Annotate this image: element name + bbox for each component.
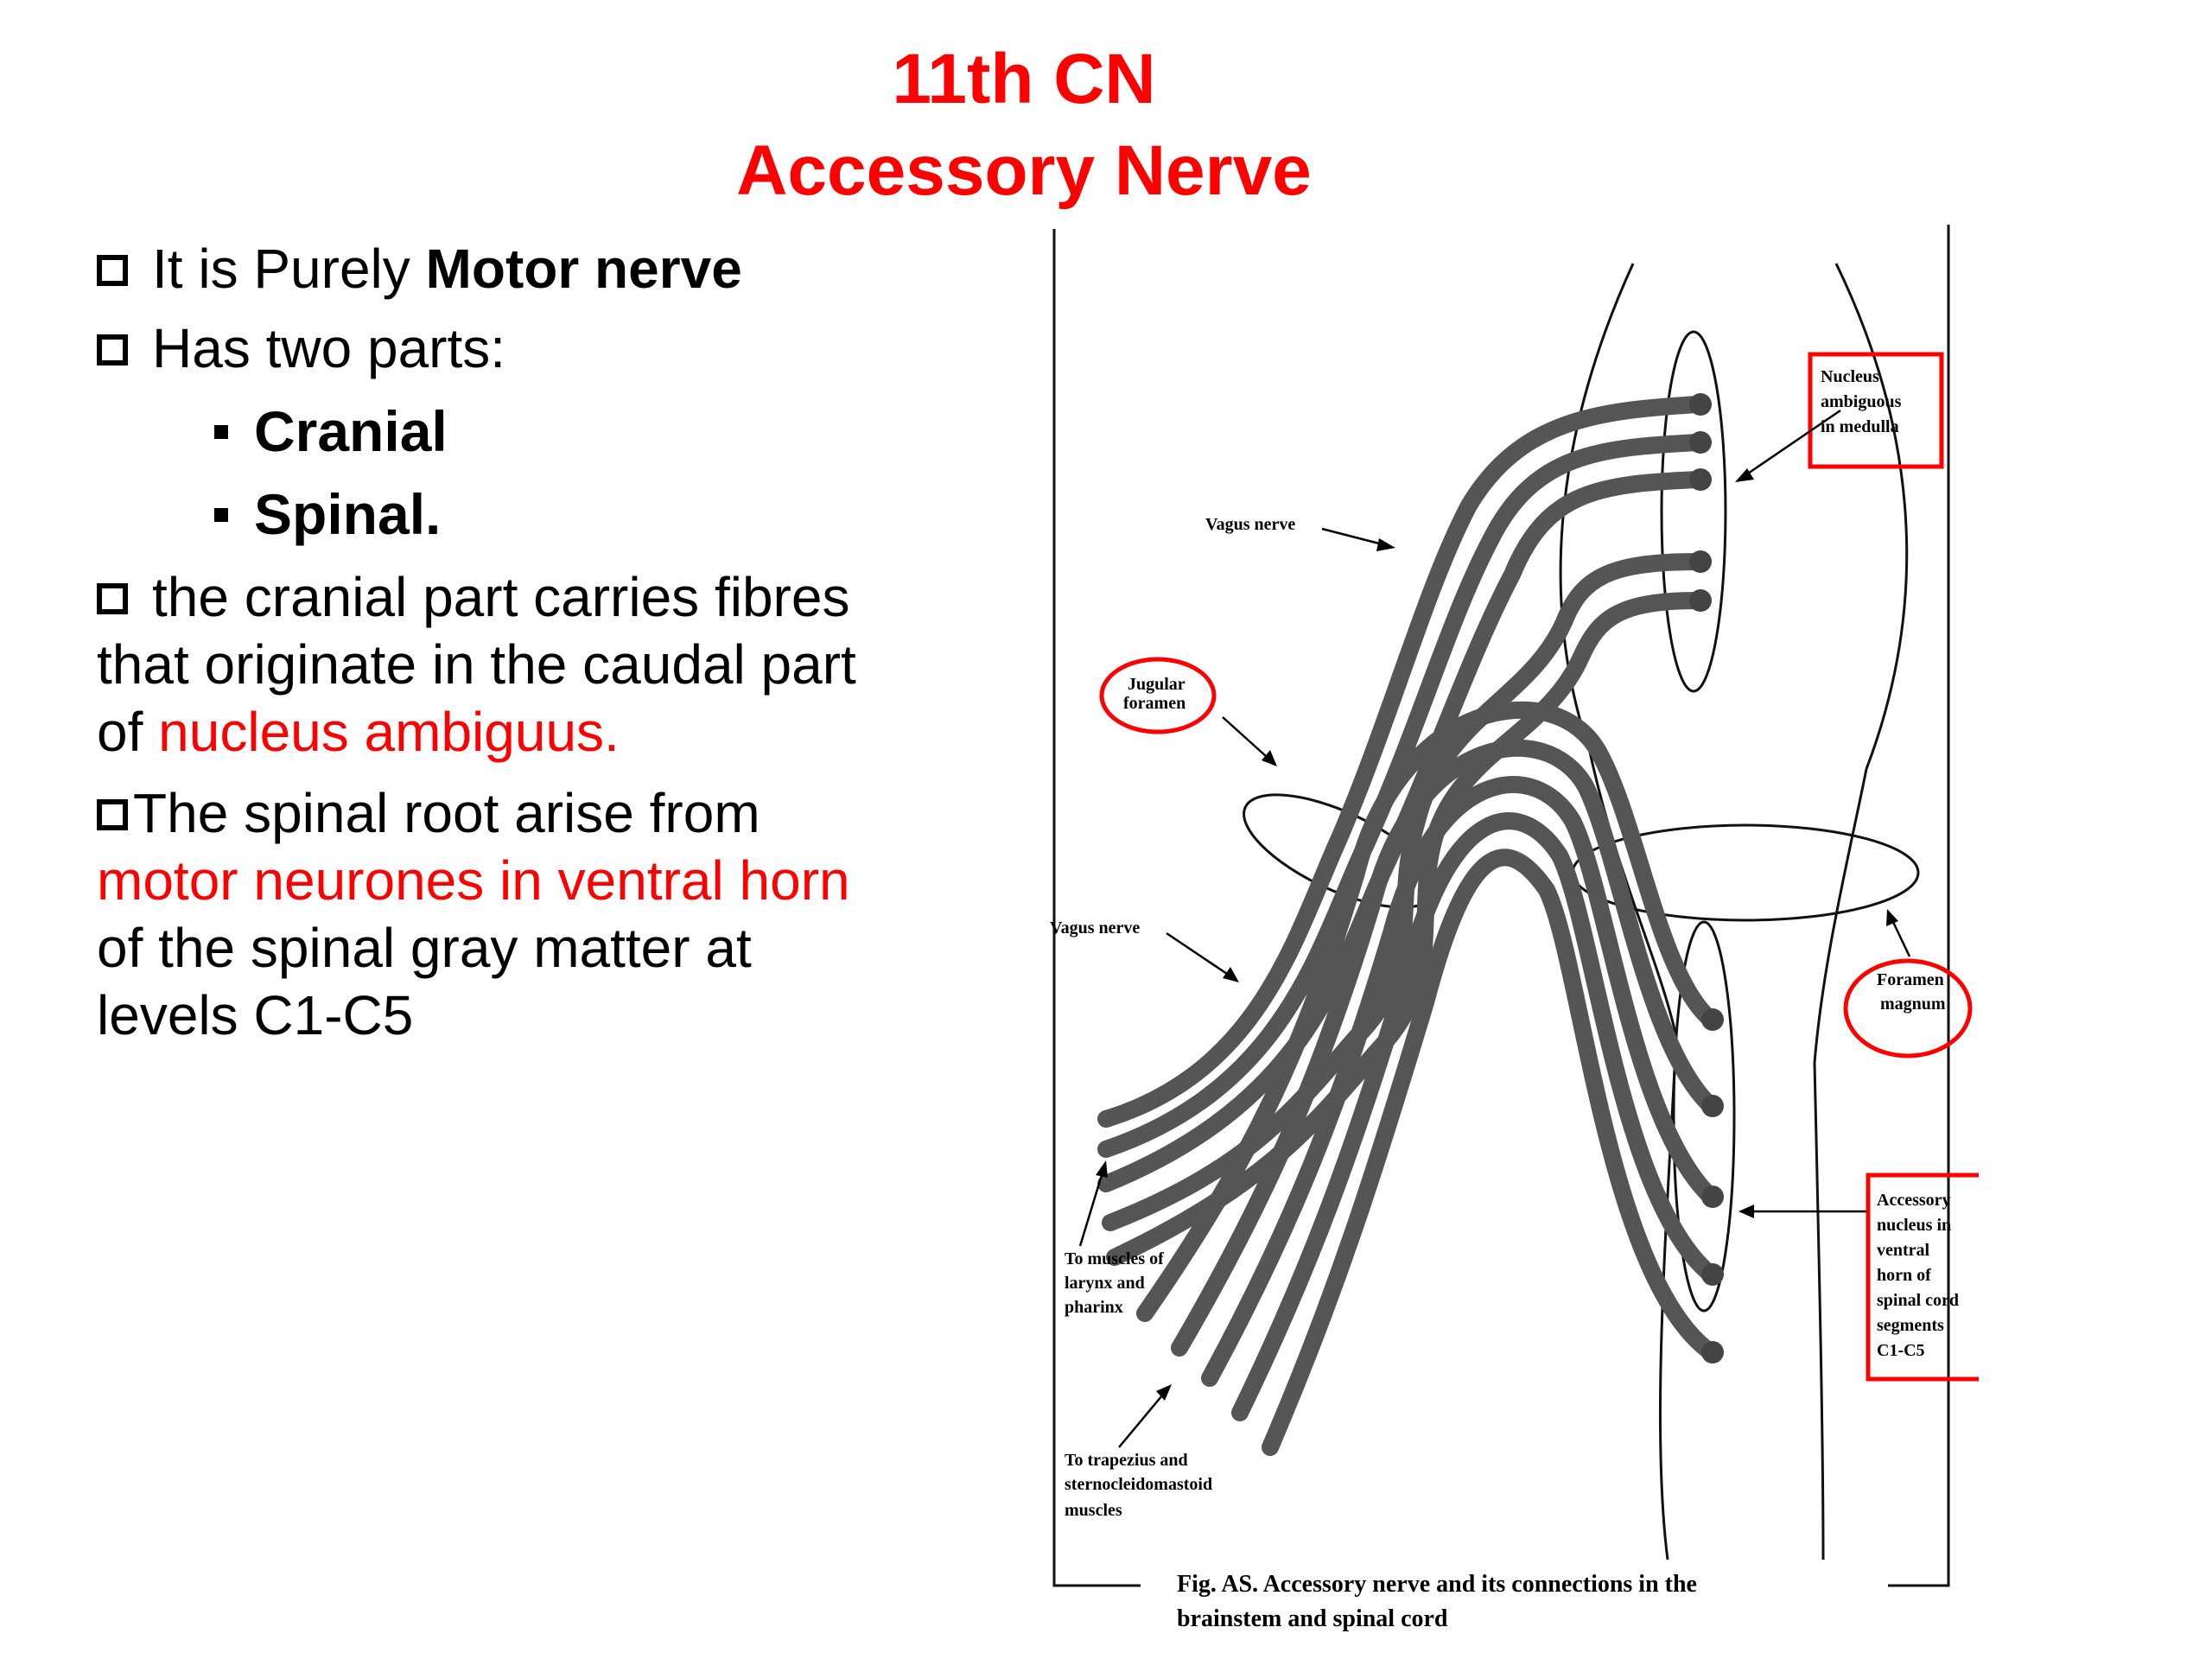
accessory-nucleus-label: Accessory nucleus in ventral horn of spi… [1877, 1191, 1959, 1360]
svg-text:muscles: muscles [1065, 1501, 1122, 1520]
bullet-spinal-root: The spinal root arise from motor neurone… [97, 782, 850, 1046]
trapezius-label: To trapezius and sternocleidomastoid mus… [1065, 1451, 1212, 1520]
sub-bullet-cranial: Cranial [214, 397, 448, 466]
accessory-nucleus-highlight-box [1866, 1173, 1979, 1382]
jugular-foramen-highlight-circle [1099, 657, 1217, 734]
svg-text:To trapezius and: To trapezius and [1065, 1451, 1188, 1470]
foramen-magnum-highlight-circle [1843, 958, 1973, 1058]
svg-text:ventral: ventral [1877, 1241, 1930, 1260]
motor-nerve-bold: Motor nerve [425, 238, 742, 300]
title-line-1: 11th CN [892, 40, 1156, 118]
larynx-pharynx-label: To muscles of larynx and pharinx [1065, 1249, 1164, 1317]
nucleus-ambiguus-highlight-box [1808, 352, 1944, 469]
svg-text:segments: segments [1877, 1316, 1944, 1335]
square-bullet-icon [214, 425, 228, 439]
bullet-two-parts: Has two parts: [97, 315, 505, 382]
checkbox-bullet-icon [97, 583, 128, 614]
svg-text:spinal cord: spinal cord [1877, 1291, 1959, 1310]
svg-text:pharinx: pharinx [1065, 1298, 1123, 1317]
ventral-horn-oval [1672, 920, 1736, 1313]
sub-bullet-spinal: Spinal. [214, 480, 441, 549]
title-line-2: Accessory Nerve [736, 131, 1312, 210]
accessory-nerve-diagram: Vagus nerve Vagus nerve Jugular foramen … [1050, 225, 1979, 1632]
svg-text:horn of: horn of [1877, 1266, 1931, 1285]
figure-caption-line-1: Fig. AS. Accessory nerve and its connect… [1177, 1571, 1697, 1598]
svg-text:larynx and: larynx and [1065, 1274, 1145, 1293]
vagus-nerve-top-label: Vagus nerve [1205, 515, 1295, 534]
pointer-arrows [1078, 409, 1911, 1448]
jugular-foramen-label-1: Jugular [1128, 675, 1185, 694]
cord-outline-right [1813, 263, 1909, 1560]
spinal-root-fibres [1136, 701, 1719, 1456]
foramen-magnum-label-1: Foramen [1877, 970, 1944, 989]
nucleus-ambiguus-label-3: in medulla [1821, 417, 1899, 436]
nucleus-ambiguus-text: nucleus ambiguus. [158, 701, 620, 763]
foramen-magnum-label-2: magnum [1880, 995, 1946, 1014]
checkbox-bullet-icon [97, 799, 128, 830]
nucleus-ambiguus-label-2: ambiguous [1821, 392, 1902, 411]
jugular-foramen-label-2: foramen [1123, 694, 1185, 713]
square-bullet-icon [214, 508, 228, 522]
motor-neurones-text: motor neurones in ventral horn [97, 849, 850, 912]
svg-text:To muscles of: To muscles of [1065, 1249, 1164, 1268]
accessory-nucleus-neurons [1701, 1008, 1724, 1363]
bullet-cranial-part: the cranial part carries fibres that ori… [97, 566, 856, 763]
frame-right-bracket [1888, 225, 1950, 1587]
figure-caption-line-2: brainstem and spinal cord [1177, 1605, 1448, 1632]
svg-text:nucleus in: nucleus in [1877, 1216, 1951, 1235]
vagus-nerve-bottom-label: Vagus nerve [1050, 918, 1140, 938]
bullet-motor-nerve: It is Purely Motor nerve [97, 235, 742, 302]
nucleus-ambiguus-neurons [1689, 393, 1712, 612]
svg-text:Accessory: Accessory [1877, 1191, 1951, 1210]
checkbox-bullet-icon [97, 255, 128, 286]
checkbox-bullet-icon [97, 334, 128, 365]
svg-text:C1-C5: C1-C5 [1877, 1341, 1925, 1360]
frame-left-bracket [1052, 229, 1141, 1587]
nucleus-ambiguus-oval [1660, 330, 1727, 693]
svg-text:sternocleidomastoid: sternocleidomastoid [1065, 1475, 1212, 1494]
nucleus-ambiguus-label-1: Nucleus [1821, 367, 1879, 386]
